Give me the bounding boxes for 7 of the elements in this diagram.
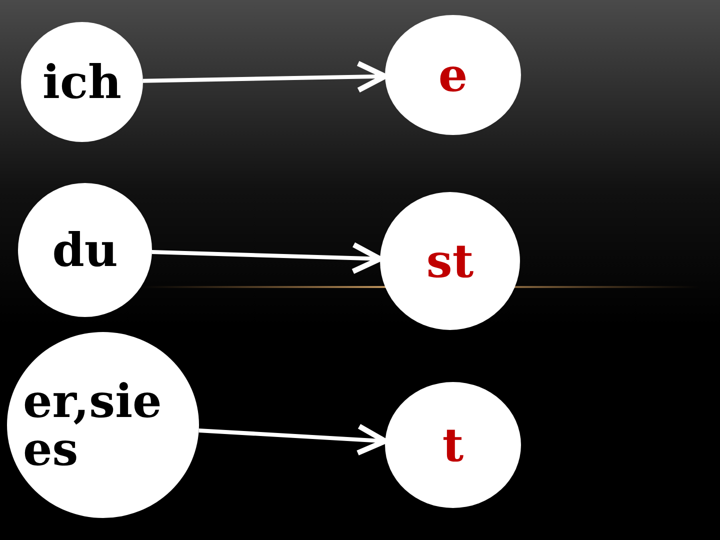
- node-label: du: [52, 226, 118, 274]
- arrow: [198, 424, 388, 456]
- node-label: st: [426, 236, 474, 286]
- node-label: ich: [42, 58, 122, 106]
- node-label: e: [438, 50, 468, 100]
- node-label: er,sie es: [23, 376, 163, 474]
- node-label: t: [442, 420, 464, 470]
